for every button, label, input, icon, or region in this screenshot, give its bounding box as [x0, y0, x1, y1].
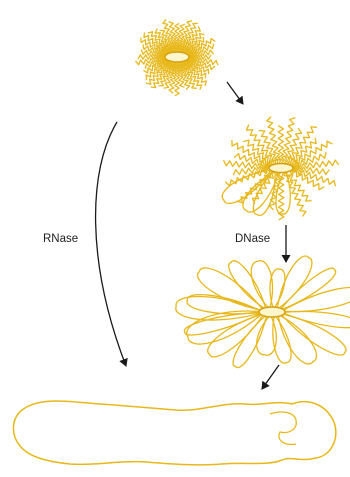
protein-core: [165, 52, 189, 62]
loop-inner-fold: [270, 412, 296, 444]
arrow-loops-to-single: [262, 365, 279, 389]
protein-core: [269, 164, 293, 173]
rnase-label: RNase: [43, 233, 78, 245]
strand-loop: [198, 268, 264, 311]
strand-loop: [233, 315, 267, 368]
rnase-treated-loop: [13, 401, 335, 465]
arrow-rnase: [96, 122, 126, 366]
arrow-compact-to-extended: [227, 82, 243, 104]
compact-complex: [135, 19, 218, 95]
dnase-label: DNase: [235, 233, 270, 245]
dnase-treated-loops: [176, 256, 350, 368]
extended-complex: [222, 117, 339, 220]
protein-core: [259, 307, 285, 317]
